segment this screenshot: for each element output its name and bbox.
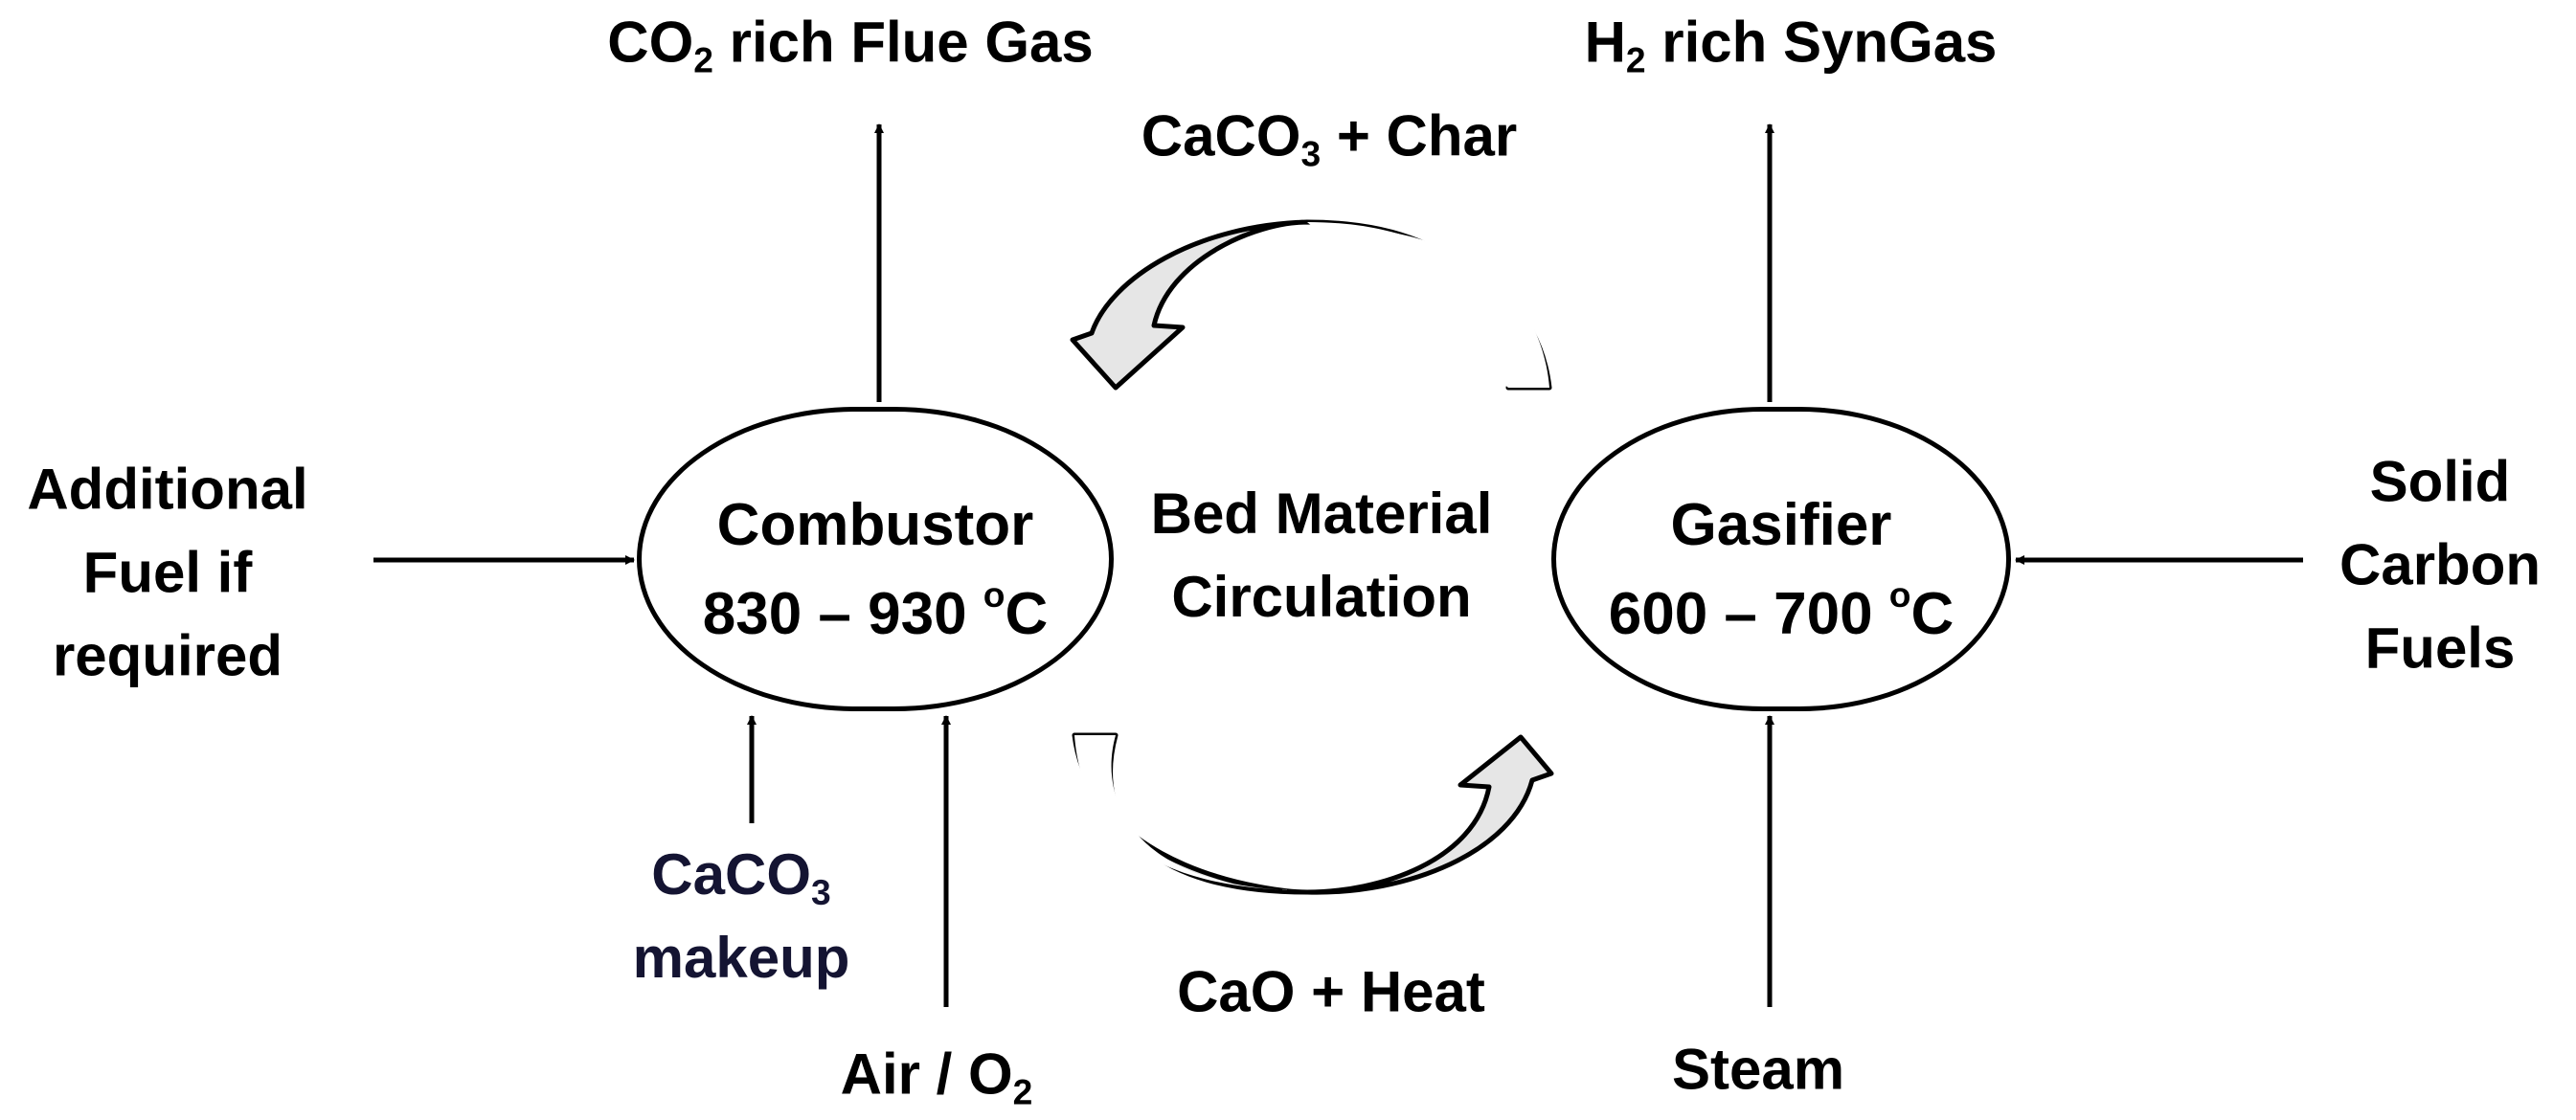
gasifier-vessel [1551, 407, 2011, 711]
bottom-flow-label: CaO + Heat [1177, 959, 1485, 1024]
gasifier-label: Gasifier 600 – 700 oC [1609, 481, 1955, 659]
solid-fuels-label: Solid Carbon Fuels [2339, 449, 2541, 681]
flue-gas-label: CO2 rich Flue Gas [607, 10, 1094, 80]
additional-fuel-label: Additional Fuel if required [27, 457, 308, 688]
steam-label: Steam [1671, 1037, 1845, 1102]
combustor-temperature: 830 – 930 oC [702, 574, 1049, 647]
circulation-label: Bed Material Circulation [1150, 482, 1493, 629]
gasifier-temperature: 600 – 700 oC [1608, 574, 1955, 647]
makeup-label: CaCO3 makeup [632, 842, 850, 990]
air-label: Air / O2 [840, 1042, 1033, 1112]
combustor-label: Combustor 830 – 930 oC [703, 481, 1049, 659]
gasifier-name: Gasifier [1670, 492, 1892, 558]
combustor-vessel [637, 407, 1114, 711]
combustor-name: Combustor [716, 492, 1034, 558]
bottom-circulation-arrow [1072, 732, 1554, 895]
top-flow-label: CaCO3 + Char [1141, 103, 1518, 174]
syngas-label: H2 rich SynGas [1584, 10, 1998, 80]
